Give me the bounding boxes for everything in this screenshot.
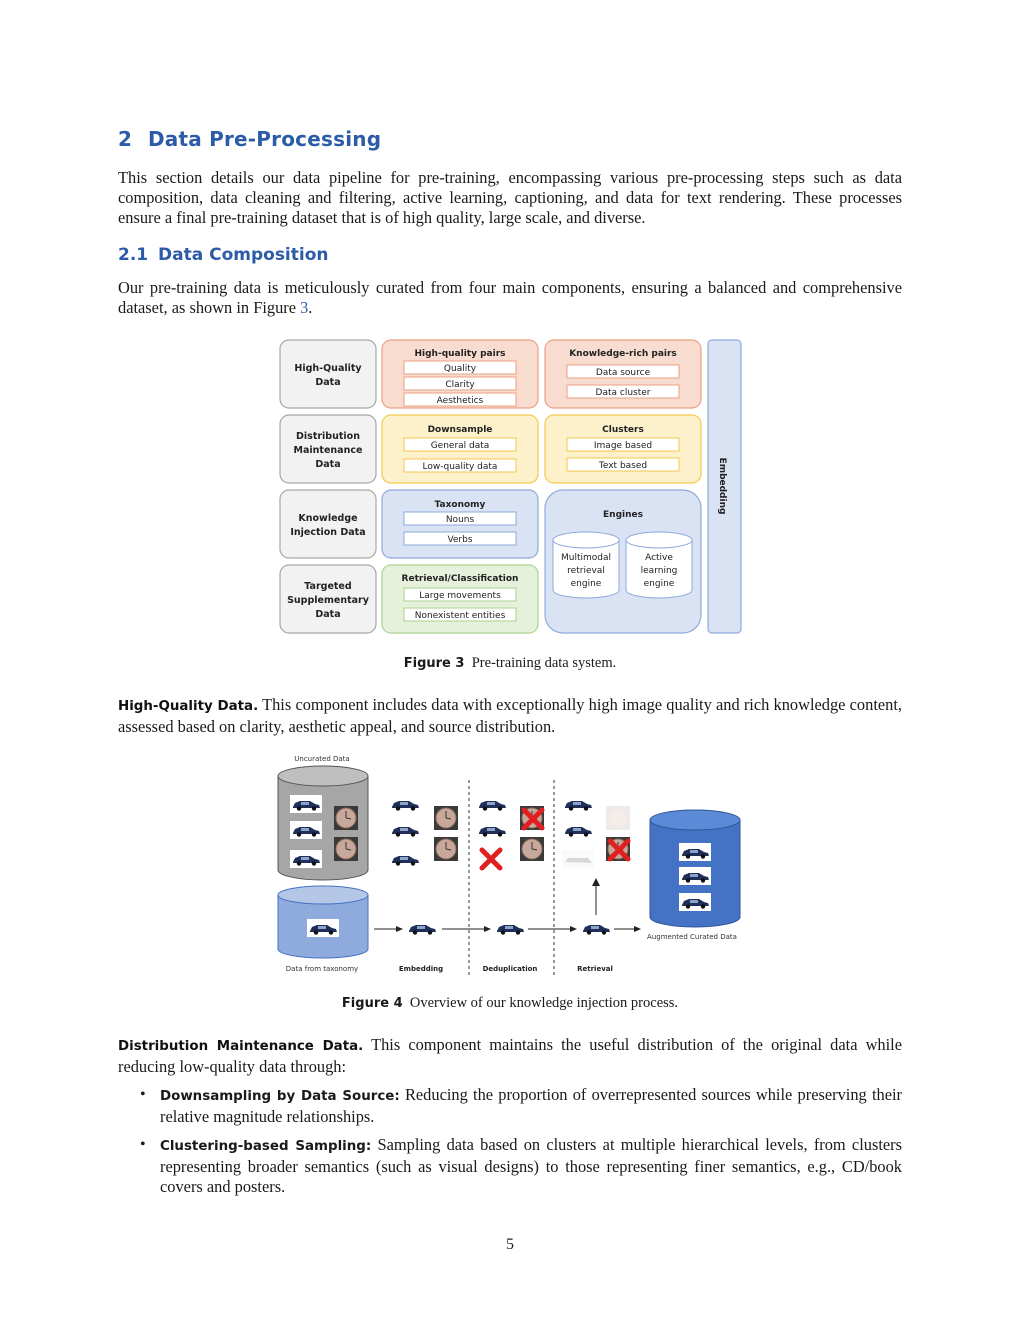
row-label-distribution-maintenance: Distribution Maintenance Data — [279, 414, 377, 484]
svg-text:engine: engine — [644, 579, 675, 589]
taxonomy-title: Taxonomy — [435, 500, 486, 510]
hq-item: Aesthetics — [437, 396, 484, 406]
row-label-knowledge-injection: Knowledge Injection Data — [279, 489, 377, 559]
bullet-lead: Clustering-based Sampling: — [160, 1139, 372, 1154]
clusters-item: Text based — [598, 461, 647, 471]
row-label-text: Data — [315, 459, 340, 470]
bullet-icon: • — [140, 1136, 146, 1153]
figure-reference-link[interactable]: 3 — [300, 298, 309, 317]
hq-pairs-box: High-quality pairs Quality Clarity Aesth… — [381, 339, 539, 409]
subsection-title: Data Composition — [158, 245, 329, 265]
augmented-data-cylinder — [649, 809, 741, 928]
row-label-text: High-Quality — [294, 363, 362, 374]
row-label-text: Injection Data — [290, 527, 365, 538]
taxonomy-label: Data from taxonomy — [286, 965, 358, 973]
svg-text:learning: learning — [641, 566, 678, 576]
taxonomy-box: Taxonomy Nouns Verbs — [381, 489, 539, 559]
hq-paragraph: High-Quality Data. This component includ… — [118, 695, 902, 737]
hq-item: Clarity — [445, 380, 475, 390]
subsection-heading: 2.1 Data Composition — [118, 245, 329, 265]
intro-paragraph: This section details our data pipeline f… — [118, 168, 902, 227]
taxonomy-item: Verbs — [447, 535, 472, 545]
composition-text: Our pre-training data is meticulously cu… — [118, 278, 902, 317]
svg-text:Active: Active — [645, 553, 673, 563]
downsample-item: General data — [431, 441, 490, 451]
hq-lead: High-Quality Data. — [118, 699, 259, 714]
knowledge-pairs-box: Knowledge-rich pairs Data source Data cl… — [544, 339, 702, 409]
embedding-label: Embedding — [717, 458, 727, 515]
figure-4-diagram: Uncurated Data Data from taxonomy — [277, 755, 741, 975]
clusters-box: Clusters Image based Text based — [544, 414, 702, 484]
stage-label: Deduplication — [483, 965, 538, 973]
svg-text:Multimodal: Multimodal — [561, 553, 611, 563]
engines-title: Engines — [603, 510, 643, 520]
taxonomy-item: Nouns — [446, 515, 475, 525]
hq-text: This component includes data with except… — [118, 695, 902, 736]
engines-box: Engines Multimodal retrieval engine Acti… — [544, 489, 702, 634]
row-label-text: Knowledge — [298, 513, 357, 524]
dm-paragraph: Distribution Maintenance Data. This comp… — [118, 1035, 902, 1077]
bullet-text: Reducing the proportion of overrepresent… — [160, 1085, 903, 1126]
hq-pairs-title: High-quality pairs — [415, 349, 506, 359]
pipeline-arrows — [374, 926, 641, 932]
retrieval-item: Nonexistent entities — [415, 611, 506, 621]
knowledge-item: Data cluster — [596, 388, 651, 398]
knowledge-item: Data source — [596, 368, 651, 378]
list-item: • Clustering-based Sampling: Sampling da… — [140, 1135, 902, 1197]
knowledge-pairs-title: Knowledge-rich pairs — [569, 349, 677, 359]
row-label-text: Distribution — [296, 431, 360, 442]
figure-4-label: Figure 4 — [341, 996, 403, 1011]
row-label-text: Data — [315, 609, 340, 620]
svg-text:engine: engine — [571, 579, 602, 589]
clusters-title: Clusters — [602, 425, 644, 435]
downsample-item: Low-quality data — [423, 462, 498, 472]
taxonomy-data-cylinder — [277, 885, 369, 959]
retrieval-box: Retrieval/Classification Large movements… — [381, 564, 539, 634]
dm-lead: Distribution Maintenance Data. — [118, 1039, 364, 1054]
clusters-item: Image based — [594, 441, 652, 451]
bullet-icon: • — [140, 1086, 146, 1103]
figure-3-caption-text: Pre-training data system. — [471, 655, 617, 671]
uncurated-label: Uncurated Data — [294, 755, 349, 763]
section-title: Data Pre-Processing — [148, 127, 382, 151]
retrieval-item: Large movements — [419, 591, 501, 601]
row-label-text: Data — [315, 377, 340, 388]
dm-text: This component maintains the useful dist… — [118, 1035, 902, 1076]
hq-item: Quality — [444, 364, 477, 374]
embedding-stage — [389, 795, 459, 937]
stage-label: Embedding — [399, 965, 443, 973]
section-number: 2 — [118, 127, 133, 151]
composition-paragraph: Our pre-training data is meticulously cu… — [118, 278, 902, 318]
bullet-text: Sampling data based on clusters at multi… — [160, 1135, 902, 1196]
row-label-high-quality: High-Quality Data — [279, 339, 377, 409]
uncurated-data-cylinder — [277, 765, 369, 881]
deduplication-stage — [476, 795, 545, 937]
row-label-text: Supplementary — [287, 595, 370, 606]
list-item: • Downsampling by Data Source: Reducing … — [140, 1085, 902, 1127]
figure-4-caption-text: Overview of our knowledge injection proc… — [409, 995, 679, 1011]
retrieval-stage — [562, 795, 631, 937]
section-heading: 2 Data Pre-Processing — [118, 127, 381, 151]
page-number: 5 — [506, 1236, 514, 1253]
active-learning-engine-cylinder: Active learning engine — [625, 531, 693, 599]
row-label-text: Targeted — [304, 581, 351, 592]
embedding-column: Embedding — [707, 339, 742, 634]
retrieval-title: Retrieval/Classification — [402, 574, 519, 584]
augmented-label: Augmented Curated Data — [647, 933, 737, 941]
downsample-box: Downsample General data Low-quality data — [381, 414, 539, 484]
multimodal-engine-cylinder: Multimodal retrieval engine — [552, 531, 620, 599]
bullet-lead: Downsampling by Data Source: — [160, 1089, 400, 1104]
row-label-targeted-supplementary: Targeted Supplementary Data — [279, 564, 377, 634]
figure-4-caption: Figure 4 Overview of our knowledge injec… — [0, 995, 1020, 1012]
figure-3-caption: Figure 3 Pre-training data system. — [0, 655, 1020, 672]
stage-label: Retrieval — [577, 965, 613, 973]
figure-3-diagram: High-Quality Data Distribution Maintenan… — [279, 339, 742, 634]
downsample-title: Downsample — [428, 425, 493, 435]
svg-text:retrieval: retrieval — [567, 566, 605, 576]
row-label-text: Maintenance — [294, 445, 363, 456]
subsection-number: 2.1 — [118, 245, 149, 265]
composition-text-end: . — [308, 298, 313, 317]
figure-3-label: Figure 3 — [403, 656, 465, 671]
